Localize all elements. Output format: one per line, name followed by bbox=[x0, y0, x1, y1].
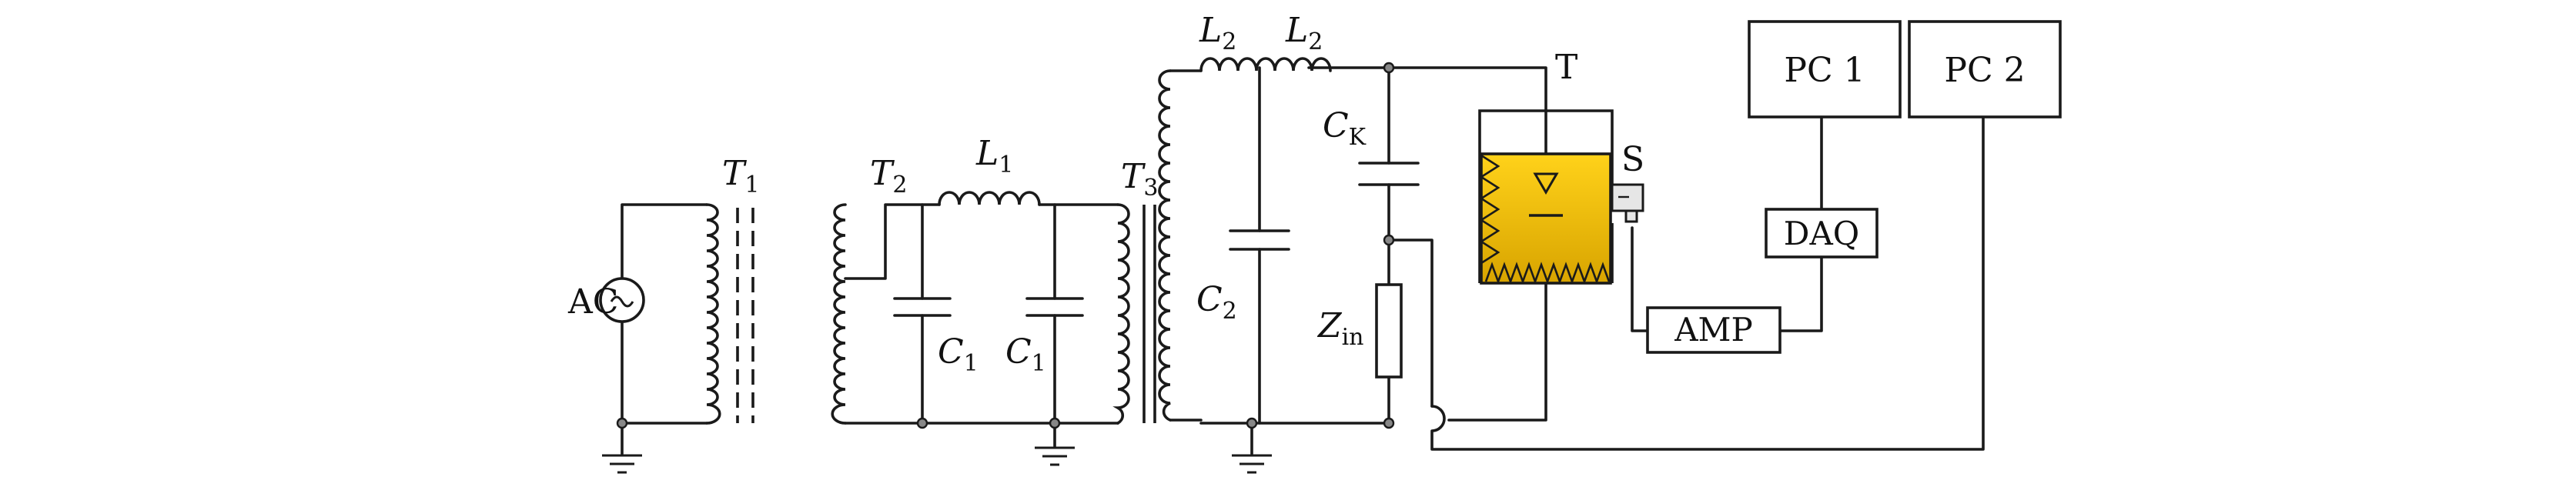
c2-plates bbox=[1229, 229, 1290, 251]
void-zigzag-left bbox=[1479, 154, 1500, 265]
labels: AC T1 T2 L1 T3 L2 L2 C1 C1 C2 CK bbox=[567, 11, 2026, 377]
zin-resistor bbox=[1375, 283, 1403, 379]
ground-symbol bbox=[1035, 446, 1075, 466]
label-t2: T2 bbox=[870, 154, 907, 198]
t3-primary-coil bbox=[1112, 203, 1130, 425]
ac-source bbox=[599, 277, 645, 323]
label-t1: T1 bbox=[722, 154, 759, 198]
coils bbox=[705, 57, 1332, 425]
pc1-box bbox=[1748, 20, 1902, 118]
void-zigzag-bottom bbox=[1484, 262, 1611, 285]
hv-electrode-triangle bbox=[1533, 172, 1559, 195]
t1-secondary-coil bbox=[831, 203, 847, 425]
wires bbox=[621, 66, 1985, 455]
label-c1-left: C1 bbox=[938, 332, 979, 377]
pc2-box bbox=[1908, 20, 2062, 118]
junction-node bbox=[1246, 417, 1258, 429]
ground-symbol bbox=[602, 454, 642, 474]
t1-core bbox=[736, 208, 754, 423]
label-t: T bbox=[1555, 48, 1577, 87]
t3-secondary-coil bbox=[1158, 69, 1172, 422]
amp-label: AMP bbox=[1674, 311, 1753, 349]
t1-primary-coil bbox=[705, 203, 721, 425]
junction-node bbox=[1383, 62, 1395, 74]
c1b-plates bbox=[1025, 297, 1084, 317]
label-zin: Zin bbox=[1316, 306, 1364, 351]
label-s: S bbox=[1621, 140, 1644, 179]
pc2-label: PC 2 bbox=[1944, 51, 2025, 90]
l2-coil bbox=[1199, 57, 1332, 72]
label-ck: CK bbox=[1323, 106, 1367, 151]
junction-node bbox=[1049, 417, 1061, 429]
junction-node bbox=[1383, 417, 1395, 429]
label-l1: L1 bbox=[975, 134, 1013, 178]
amp-box bbox=[1646, 306, 1781, 354]
ground-symbol bbox=[1232, 454, 1272, 474]
junction-node bbox=[1383, 234, 1395, 246]
c1a-plates bbox=[893, 297, 952, 317]
junction-node bbox=[616, 417, 628, 429]
pc1-label: PC 1 bbox=[1784, 51, 1865, 90]
capacitors bbox=[893, 162, 1420, 317]
label-l2-right: L2 bbox=[1285, 11, 1323, 55]
instrument-boxes bbox=[1646, 20, 2062, 354]
ground-symbols bbox=[602, 446, 1272, 474]
ck-plates bbox=[1358, 162, 1420, 186]
label-c1-right: C1 bbox=[1005, 332, 1046, 377]
daq-label: DAQ bbox=[1784, 215, 1859, 252]
label-l2-left: L2 bbox=[1199, 11, 1236, 55]
transformer-cores bbox=[736, 205, 1156, 423]
label-t3: T3 bbox=[1121, 157, 1158, 202]
junction-node bbox=[916, 417, 928, 429]
label-ac: AC bbox=[567, 282, 618, 322]
label-c2: C2 bbox=[1196, 280, 1237, 325]
sine-icon bbox=[610, 295, 634, 308]
l1-coil bbox=[938, 191, 1041, 206]
test-object bbox=[1478, 109, 1614, 285]
junction-nodes bbox=[616, 62, 1395, 429]
t3-core bbox=[1142, 205, 1156, 423]
sensor bbox=[1611, 183, 1644, 223]
daq-box bbox=[1765, 208, 1878, 259]
